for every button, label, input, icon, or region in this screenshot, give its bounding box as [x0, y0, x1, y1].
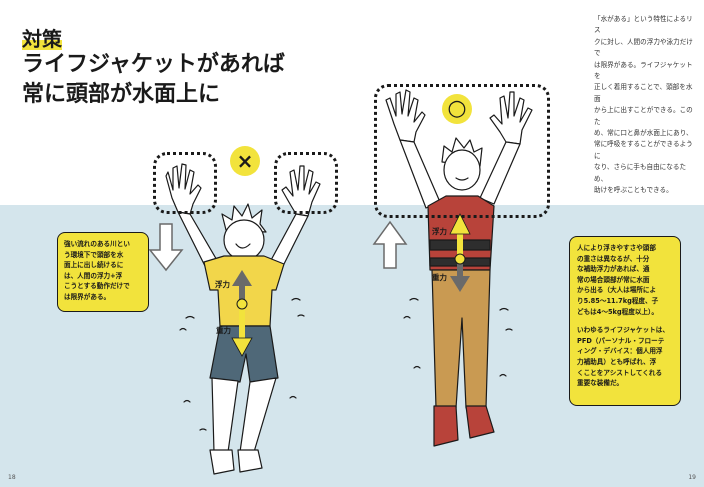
right-callout-line: くことをアシストしてくれる — [577, 368, 663, 377]
left-figure-left-hand — [165, 163, 202, 215]
left-figure-right-arm — [269, 213, 309, 269]
left-hand-frame-2 — [274, 152, 338, 214]
right-callout-line: PFD（パーソナル・フローテ — [577, 336, 665, 345]
right-arms-frame — [374, 84, 550, 218]
left-callout-line: は、人間の浮力+浮 — [64, 271, 123, 280]
right-figure-left-hand — [385, 89, 426, 143]
right-callout-para-1: 人により浮きやすさや頭部 の重さは異なるが、十分 な補助浮力があれば、通 常の場… — [577, 243, 673, 317]
left-figure-mouth — [235, 243, 251, 249]
right-callout-line: ィング・デバイス：個人用浮 — [577, 347, 663, 356]
right-figure-splash — [403, 297, 513, 377]
left-figure-right-leg — [239, 377, 277, 453]
page-title-line-2: 常に頭部が水面上に — [22, 82, 221, 107]
left-callout: 強い流れのある川とい う環境下で頭部を水 面上に出し続けるに は、人間の浮力+浮… — [57, 232, 149, 312]
left-figure-splash — [179, 297, 305, 431]
left-figure-right-hand — [281, 165, 321, 217]
circle-mark-icon: ○ — [442, 94, 472, 124]
side-text-line: なり、さらに手も自由になるため、 — [594, 163, 687, 183]
side-body-text: 「水がある」という特性によるリス クに対し、人間の浮力や泳力だけで は限界がある… — [594, 14, 698, 197]
right-callout-para-2: いわゆるライフジャケットは、 PFD（パーソナル・フローテ ィング・デバイス：個… — [577, 325, 673, 389]
right-figure-jacket-straps — [429, 239, 491, 267]
left-callout-line: う環境下で頭部を水 — [64, 250, 124, 259]
right-callout-line: どもは4〜5kg程度以上）。 — [577, 307, 658, 316]
left-callout-line: は限界がある。 — [64, 292, 111, 301]
left-callout-line: こうとする動作だけで — [64, 282, 130, 291]
sinking-arrow-icon — [148, 223, 184, 272]
right-callout-line: な補助浮力があれば、通 — [577, 265, 650, 274]
left-callout-line: 強い流れのある川とい — [64, 240, 130, 248]
right-callout-line: 人により浮きやすさや頭部 — [577, 244, 656, 252]
right-callout-line: いわゆるライフジャケットは、 — [577, 326, 669, 335]
right-gravity-label: 重力 — [432, 273, 447, 282]
side-text-line: め、常に口と鼻が水面上にあり、 — [594, 129, 693, 138]
side-text-line: 「水がある」という特性によるリス — [594, 15, 693, 35]
right-callout-line: 力補助具）とも呼ばれ、浮 — [577, 357, 657, 366]
right-figure-right-shoe — [465, 405, 495, 439]
left-gravity-arrow — [231, 298, 253, 357]
page-number-right: 19 — [688, 474, 696, 481]
side-text-line: 助けを呼ぶこともできる。 — [594, 186, 673, 195]
left-figure-left-leg — [211, 377, 239, 453]
left-figure-left-sandal — [209, 449, 235, 475]
right-buoyancy-arrow — [449, 213, 471, 256]
left-callout-line: 面上に出し続けるに — [64, 261, 124, 270]
right-figure-left-shoe — [433, 405, 459, 447]
right-figure-pants — [431, 269, 491, 409]
right-buoyancy-label: 浮力 — [432, 227, 447, 236]
right-callout: 人により浮きやすさや頭部 の重さは異なるが、十分 な補助浮力があれば、通 常の場… — [569, 236, 681, 406]
right-callout-line: から出る（大人は場所によ — [577, 286, 657, 295]
cross-mark-icon: × — [230, 146, 260, 176]
right-callout-line: の重さは異なるが、十分 — [577, 254, 650, 263]
side-text-line: 正しく着用することで、頭部を水面 — [594, 83, 693, 103]
floating-arrow-icon — [372, 220, 408, 269]
section-tag: 対策 — [22, 27, 62, 51]
right-callout-line: 常の場合頭部が常に水面 — [577, 275, 650, 284]
left-figure — [165, 163, 321, 475]
right-figure-right-arm — [479, 141, 521, 205]
right-figure-right-hand — [489, 91, 533, 145]
side-text-line: から上に出すことができる。このた — [594, 106, 693, 126]
right-callout-line: り5.85〜11.7kg程度、子 — [577, 296, 659, 305]
right-figure-mouth — [455, 177, 469, 181]
title-block: 対策 ライフジャケットがあれば 常に頭部が水面上に — [22, 28, 285, 110]
right-figure-head — [443, 149, 481, 191]
page-title-line-1: ライフジャケットがあれば — [22, 52, 285, 77]
left-buoyancy-label: 浮力 — [215, 280, 230, 289]
side-text-line: クに対し、人間の浮力や泳力だけで — [594, 37, 693, 58]
right-gravity-arrow — [450, 253, 470, 292]
page-number-left: 18 — [8, 474, 16, 481]
right-callout-line: 重要な装備だ。 — [577, 379, 623, 388]
left-gravity-label: 重力 — [216, 326, 231, 335]
left-figure-head — [223, 219, 265, 261]
side-text-line: 常に呼吸をすることができるように — [594, 140, 693, 160]
side-text-line: は限界がある。ライフジャケットを — [594, 60, 693, 81]
left-hand-frame-1 — [153, 152, 217, 214]
left-figure-right-sandal — [237, 449, 263, 473]
